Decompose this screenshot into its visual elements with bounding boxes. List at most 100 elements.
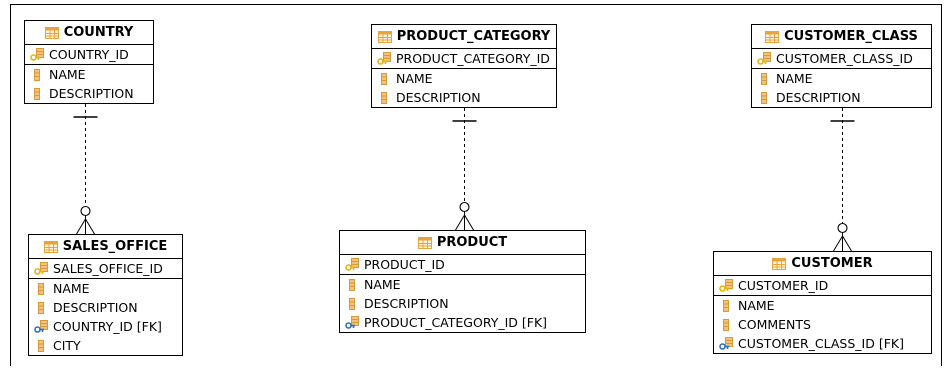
- primary-key-row[interactable]: CUSTOMER_ID: [714, 276, 931, 295]
- foreign-key-column-icon: [719, 336, 733, 351]
- attribute-row[interactable]: DESCRIPTION: [25, 84, 153, 103]
- entity-customer[interactable]: CUSTOMER CUSTOMER_ID NAME COMMENTS CUSTOMER_…: [713, 251, 932, 354]
- column-name: CITY: [53, 338, 81, 353]
- column-icon: [757, 91, 771, 105]
- primary-key-row[interactable]: CUSTOMER_CLASS_ID: [752, 49, 931, 68]
- primary-key-column-icon: [34, 261, 48, 276]
- attribute-row[interactable]: NAME: [29, 279, 182, 298]
- primary-key-column-icon: [345, 257, 359, 272]
- attribute-row[interactable]: NAME: [25, 65, 153, 84]
- column-name: SALES_OFFICE_ID: [53, 261, 163, 276]
- table-icon: [772, 257, 787, 271]
- foreign-key-row[interactable]: PRODUCT_CATEGORY_ID [FK]: [340, 313, 585, 332]
- entity-header[interactable]: CUSTOMER_CLASS: [752, 25, 931, 49]
- attribute-row[interactable]: COMMENTS: [714, 315, 931, 334]
- column-name: COUNTRY_ID [FK]: [53, 319, 162, 334]
- attribute-section: NAME DESCRIPTION PRODUCT_CATEGORY_ID [FK]: [340, 275, 585, 332]
- column-icon: [757, 72, 771, 86]
- crows-foot-line: [833, 235, 843, 252]
- column-name: COUNTRY_ID: [49, 47, 129, 62]
- entity-header[interactable]: PRODUCT_CATEGORY: [372, 25, 556, 49]
- primary-key-section: CUSTOMER_ID: [714, 276, 931, 296]
- column-name: NAME: [776, 71, 813, 86]
- crows-foot-line: [455, 214, 465, 231]
- table-icon: [377, 30, 392, 44]
- entity-header[interactable]: SALES_OFFICE: [29, 235, 182, 259]
- primary-key-column-icon: [30, 47, 44, 62]
- foreign-key-column-icon: [345, 315, 359, 330]
- column-name: PRODUCT_CATEGORY_ID [FK]: [364, 315, 548, 330]
- attribute-row[interactable]: NAME: [752, 69, 931, 88]
- column-icon: [34, 339, 48, 353]
- primary-key-row[interactable]: COUNTRY_ID: [25, 45, 153, 64]
- primary-key-section: PRODUCT_CATEGORY_ID: [372, 49, 556, 69]
- column-name: DESCRIPTION: [396, 90, 481, 105]
- column-name: DESCRIPTION: [49, 86, 134, 101]
- primary-key-section: SALES_OFFICE_ID: [29, 259, 182, 279]
- primary-key-column-icon: [719, 278, 733, 293]
- zero-cardinality-circle: [837, 222, 848, 234]
- column-name: NAME: [396, 71, 433, 86]
- entity-header[interactable]: PRODUCT: [340, 231, 585, 255]
- column-icon: [345, 278, 359, 292]
- entity-header[interactable]: CUSTOMER: [714, 252, 931, 276]
- attribute-row[interactable]: DESCRIPTION: [372, 88, 556, 107]
- entity-customer-class[interactable]: CUSTOMER_CLASS CUSTOMER_CLASS_ID NAME DESCR…: [751, 24, 932, 108]
- column-name: DESCRIPTION: [53, 300, 138, 315]
- primary-key-row[interactable]: PRODUCT_CATEGORY_ID: [372, 49, 556, 68]
- column-icon: [30, 68, 44, 82]
- column-name: NAME: [53, 281, 90, 296]
- foreign-key-column-icon: [34, 319, 48, 334]
- attribute-section: NAME DESCRIPTION: [372, 69, 556, 107]
- entity-name: CUSTOMER_CLASS: [784, 29, 918, 44]
- foreign-key-row[interactable]: COUNTRY_ID [FK]: [29, 317, 182, 336]
- column-icon: [345, 297, 359, 311]
- attribute-row[interactable]: NAME: [372, 69, 556, 88]
- diagram-frame: [10, 4, 942, 366]
- attribute-row[interactable]: DESCRIPTION: [340, 294, 585, 313]
- entity-name: PRODUCT_CATEGORY: [396, 29, 551, 44]
- primary-key-row[interactable]: PRODUCT_ID: [340, 255, 585, 274]
- attribute-row[interactable]: CITY: [29, 336, 182, 355]
- entity-name: PRODUCT: [436, 235, 508, 250]
- entity-sales-office[interactable]: SALES_OFFICE SALES_OFFICE_ID NAME DESCRIPTI…: [28, 234, 183, 356]
- attribute-row[interactable]: DESCRIPTION: [29, 298, 182, 317]
- table-icon: [44, 26, 59, 40]
- table-icon: [417, 236, 432, 250]
- column-name: DESCRIPTION: [364, 296, 449, 311]
- primary-key-section: COUNTRY_ID: [25, 45, 153, 65]
- primary-key-section: PRODUCT_ID: [340, 255, 585, 275]
- column-name: DESCRIPTION: [776, 90, 861, 105]
- attribute-row[interactable]: NAME: [340, 275, 585, 294]
- crows-foot-line: [464, 214, 474, 231]
- entity-product-category[interactable]: PRODUCT_CATEGORY PRODUCT_CATEGORY_ID NAME D…: [371, 24, 557, 108]
- primary-key-column-icon: [757, 51, 771, 66]
- entity-name: CUSTOMER: [791, 256, 873, 271]
- entity-name: SALES_OFFICE: [62, 239, 168, 254]
- column-name: NAME: [49, 67, 86, 82]
- foreign-key-row[interactable]: CUSTOMER_CLASS_ID [FK]: [714, 334, 931, 353]
- column-name: CUSTOMER_ID: [738, 278, 829, 293]
- attribute-section: NAME DESCRIPTION: [752, 69, 931, 107]
- column-name: CUSTOMER_CLASS_ID: [776, 51, 913, 66]
- primary-key-column-icon: [377, 51, 391, 66]
- attribute-row[interactable]: DESCRIPTION: [752, 88, 931, 107]
- primary-key-row[interactable]: SALES_OFFICE_ID: [29, 259, 182, 278]
- column-icon: [719, 318, 733, 332]
- column-icon: [34, 282, 48, 296]
- entity-country[interactable]: COUNTRY COUNTRY_ID NAME DESCRIPTION: [24, 20, 154, 104]
- table-icon: [765, 30, 780, 44]
- attribute-section: NAME DESCRIPTION COUNTRY_ID [FK] CITY: [29, 279, 182, 355]
- column-icon: [377, 91, 391, 105]
- crows-foot-line: [76, 218, 86, 235]
- entity-header[interactable]: COUNTRY: [25, 21, 153, 45]
- table-icon: [43, 240, 58, 254]
- column-name: COMMENTS: [738, 317, 811, 332]
- entity-name: COUNTRY: [63, 25, 134, 40]
- crows-foot-line: [842, 235, 852, 252]
- attribute-row[interactable]: NAME: [714, 296, 931, 315]
- column-name: CUSTOMER_CLASS_ID [FK]: [738, 336, 904, 351]
